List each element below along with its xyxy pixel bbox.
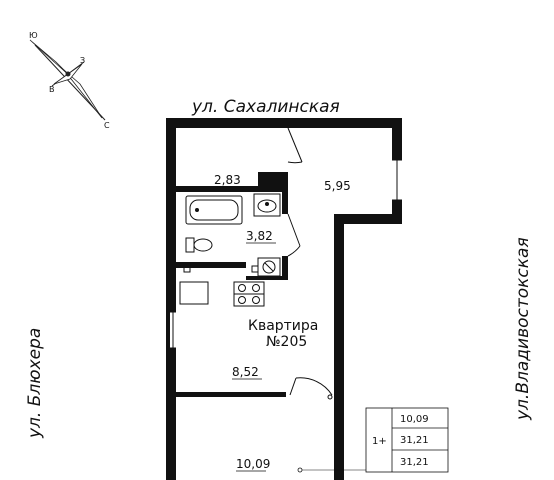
door-entrance bbox=[287, 127, 303, 164]
table-type: 1+ bbox=[372, 436, 387, 447]
utility-marks bbox=[183, 265, 259, 273]
area-living: 10,09 bbox=[236, 457, 270, 471]
door-bathroom bbox=[287, 213, 301, 257]
washing-machine-icon bbox=[257, 257, 281, 277]
summary-table bbox=[365, 407, 449, 473]
street-right-label: ул.Владивостокская bbox=[513, 237, 533, 421]
stove-icon bbox=[238, 284, 260, 304]
table-row-2: 31,21 bbox=[400, 435, 429, 446]
area-hall: 5,95 bbox=[324, 179, 351, 193]
compass-north-letter: Ю bbox=[29, 31, 38, 40]
apartment-number: №205 bbox=[266, 334, 307, 350]
door-living bbox=[289, 377, 333, 400]
area-bathroom: 2,83 bbox=[214, 173, 241, 187]
compass-south-letter: С bbox=[104, 121, 110, 130]
compass-icon: Ю З С В bbox=[29, 31, 110, 130]
area-kitchen: 8,52 bbox=[232, 365, 259, 379]
street-top-label: ул. Сахалинская bbox=[191, 97, 340, 117]
table-row-3: 31,21 bbox=[400, 457, 429, 468]
apartment-label: Квартира bbox=[248, 318, 318, 334]
sink-icon bbox=[253, 193, 281, 217]
walls bbox=[166, 118, 402, 480]
area-underlines bbox=[214, 186, 276, 472]
window-left bbox=[170, 311, 176, 349]
window-right bbox=[392, 159, 402, 201]
bathtub-icon bbox=[185, 195, 243, 225]
toilet-icon bbox=[185, 237, 213, 253]
compass-east-letter: З bbox=[80, 56, 85, 65]
street-left-label: ул. Блюхера bbox=[25, 328, 45, 439]
table-row-1: 10,09 bbox=[400, 414, 429, 425]
compass-west-letter: В bbox=[49, 85, 55, 94]
area-toilet: 3,82 bbox=[246, 229, 273, 243]
leader-line bbox=[297, 467, 366, 473]
kitchen-counter bbox=[179, 281, 265, 307]
